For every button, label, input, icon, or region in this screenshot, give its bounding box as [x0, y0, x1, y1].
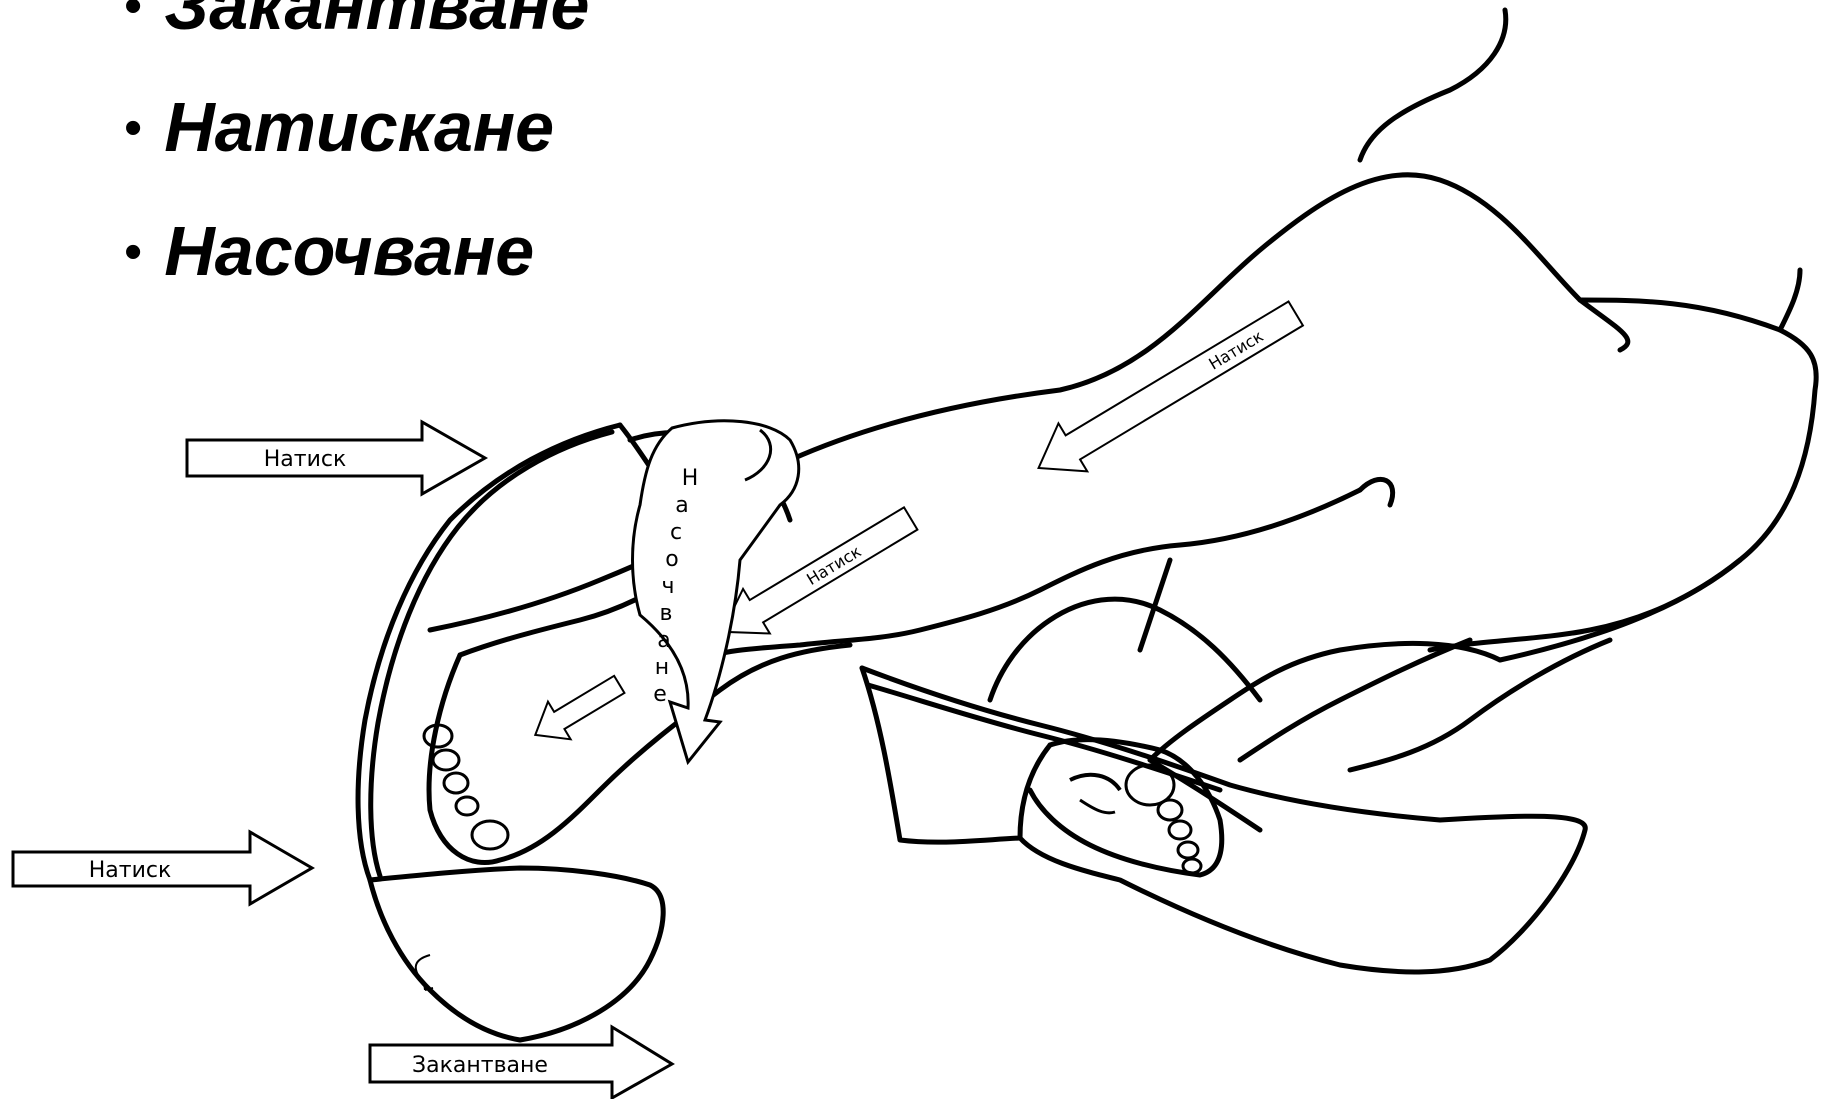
curved-arrow-letter: н: [655, 655, 669, 680]
curved-arrow-letter: в: [660, 601, 673, 626]
arrow-label-natisk-top: Натиск: [264, 447, 347, 472]
left-boot: [358, 425, 850, 1040]
arrow-natisk-left: Натиск: [13, 832, 312, 904]
curved-arrow-letter: с: [670, 520, 682, 545]
arrow-small-boot: [524, 666, 631, 754]
arrow-label-zakantvane: Закантване: [412, 1053, 548, 1078]
arrow-label-natisk-left: Натиск: [89, 858, 172, 883]
curved-arrow-letter: а: [675, 493, 688, 518]
arrow-natisk-top: Натиск: [187, 422, 485, 494]
curved-arrow-letter: ч: [662, 574, 675, 599]
curved-arrow-letter: о: [665, 547, 678, 572]
curved-arrow-letter: е: [653, 682, 667, 707]
curved-arrow-letter: а: [657, 628, 670, 653]
edge-angle-arc: [416, 955, 433, 990]
leg-outline: [696, 10, 1816, 770]
curved-arrow-letter: Н: [682, 466, 699, 491]
